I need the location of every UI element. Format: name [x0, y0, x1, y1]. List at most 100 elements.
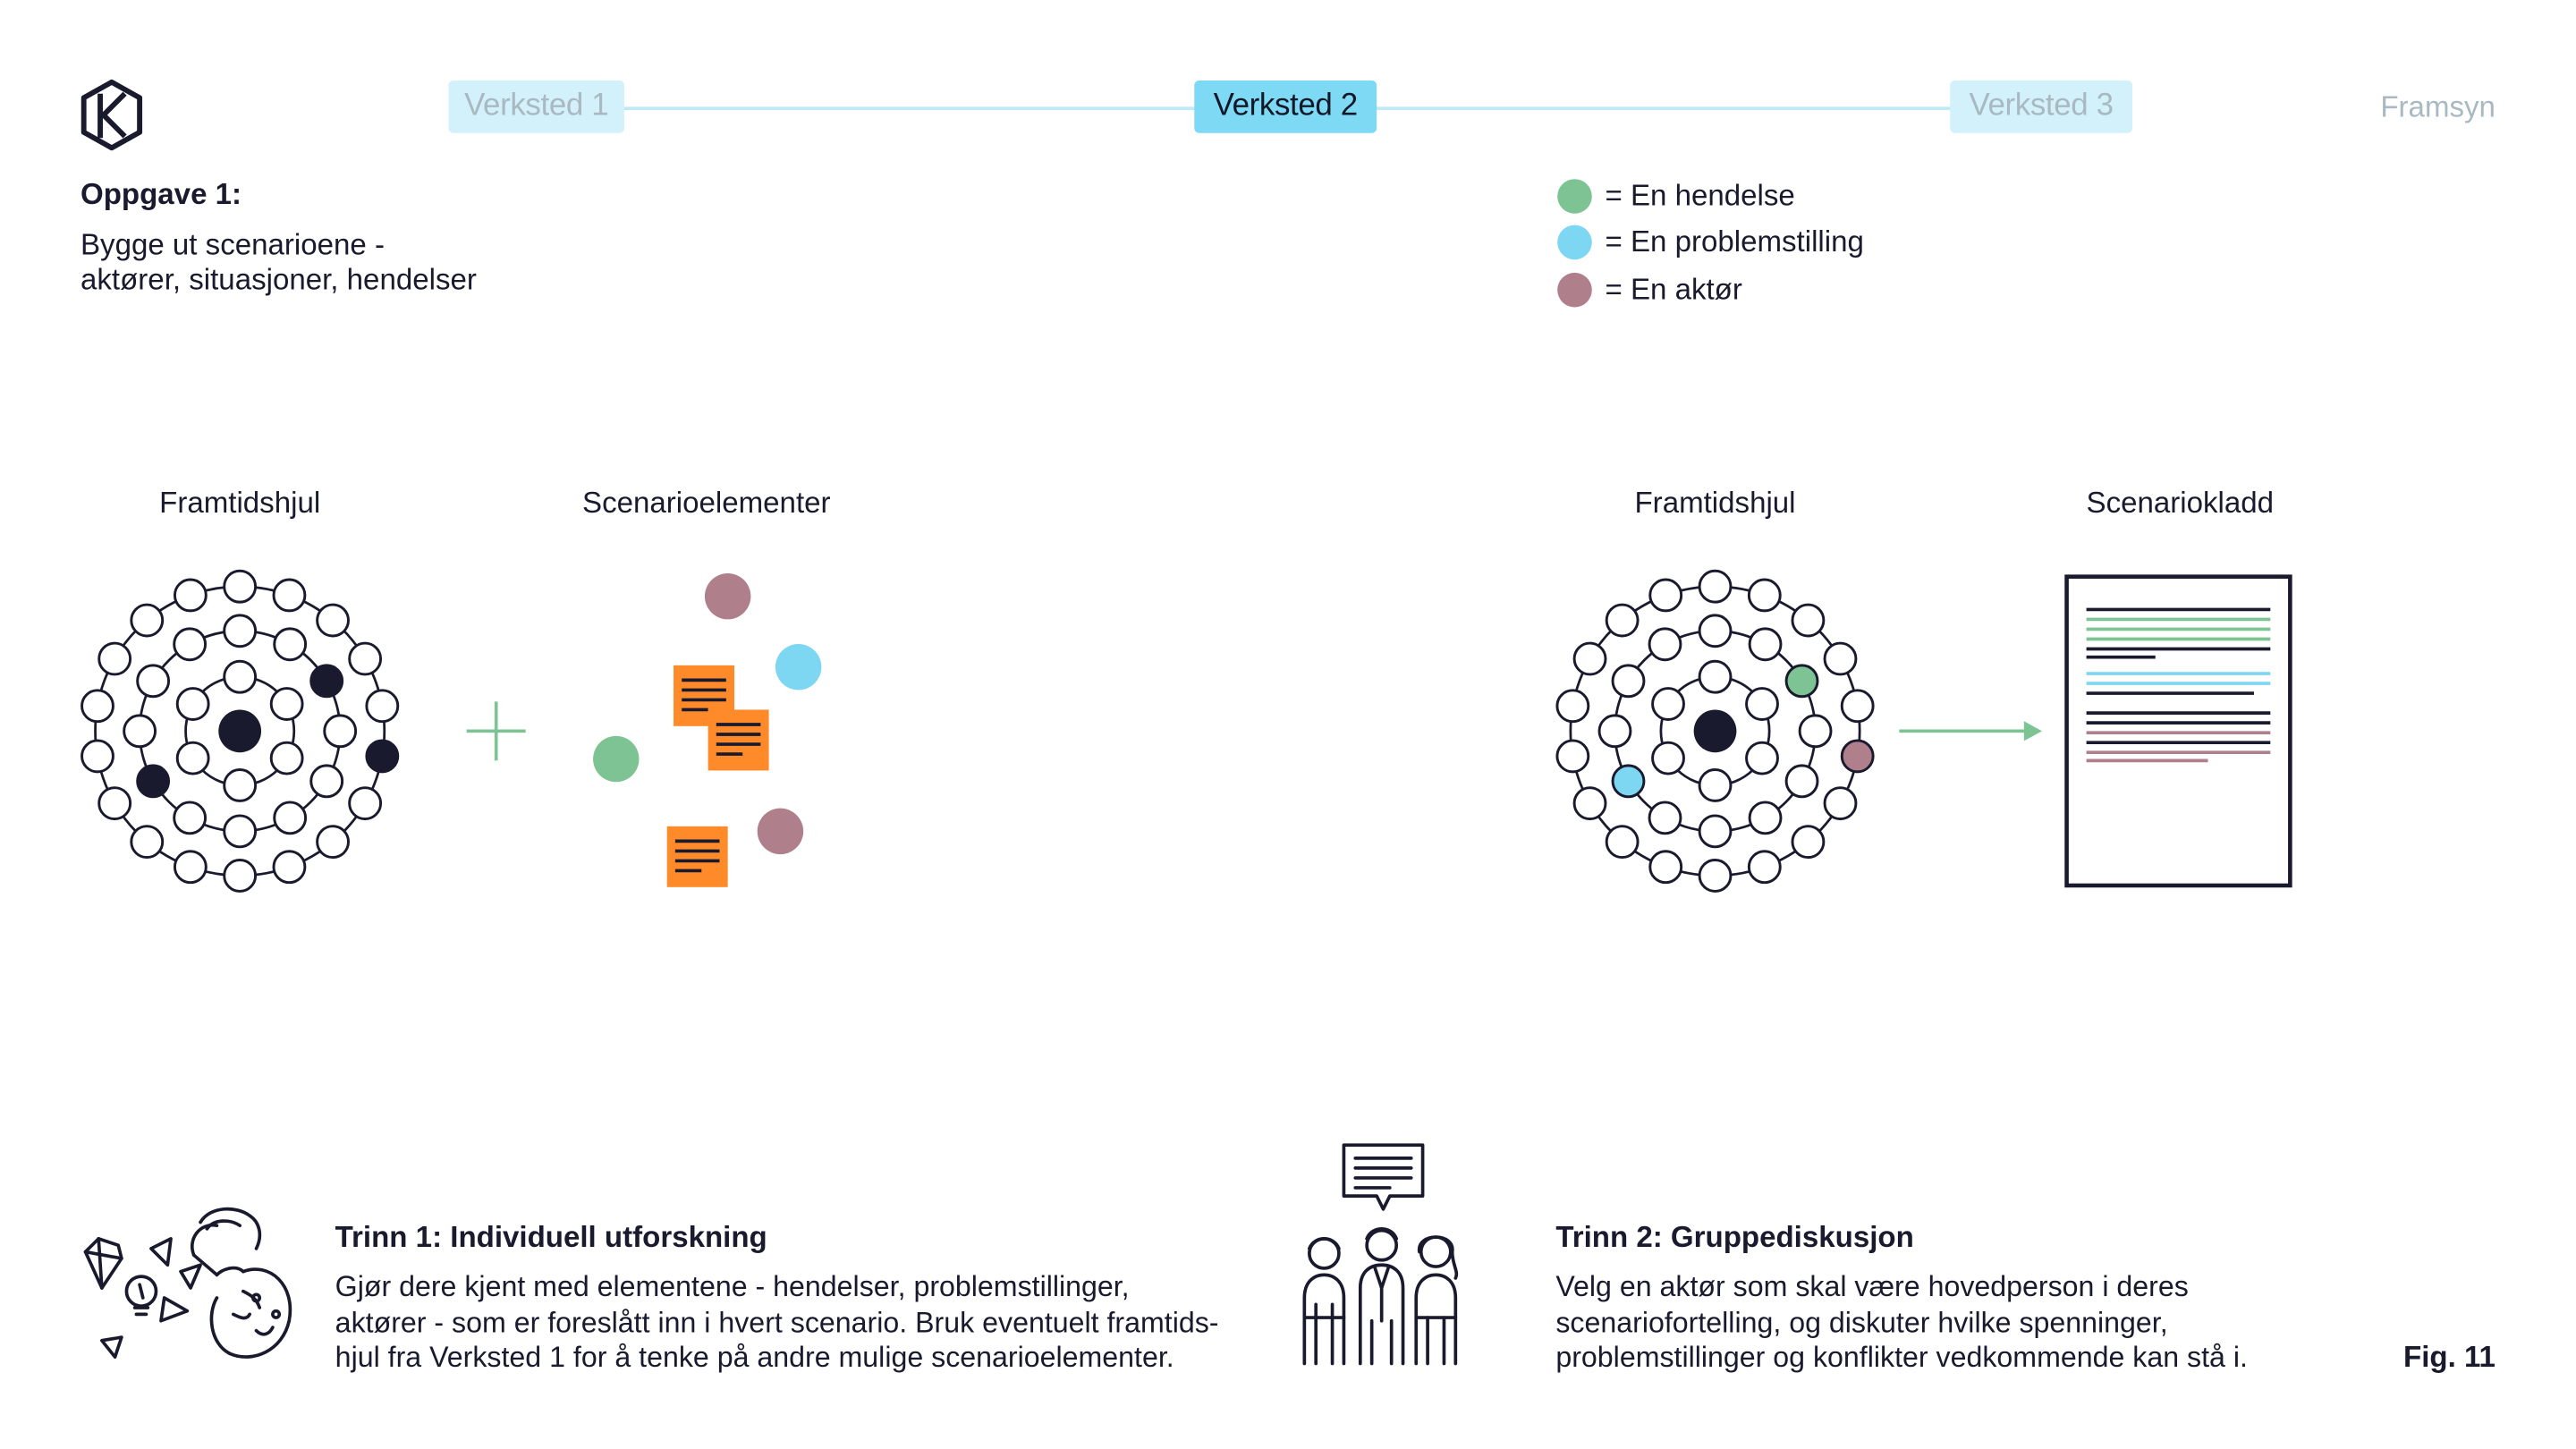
- wheel-node: [223, 859, 258, 893]
- diamond-icon: [83, 1237, 123, 1290]
- problem-dot: [775, 643, 822, 691]
- wheel-node: [223, 814, 258, 849]
- wheel-node: [223, 768, 258, 802]
- shard-icon: [100, 1335, 123, 1359]
- tab-verksted-3[interactable]: Verksted 3: [1950, 80, 2133, 133]
- event-dot: [593, 735, 640, 783]
- lightbulb-icon: [124, 1275, 158, 1317]
- actor-dot: [757, 808, 804, 855]
- wheel-center: [218, 709, 262, 753]
- wheel-node: [1698, 569, 1733, 604]
- left-wheel-label: Framtidshjul: [159, 486, 321, 520]
- wheel-node: [1823, 641, 1858, 676]
- wheel-node: [173, 578, 208, 613]
- tab-verksted-1[interactable]: Verksted 1: [448, 80, 624, 133]
- right-wheel-label: Framtidshjul: [1634, 486, 1796, 520]
- wheel-node: [97, 641, 132, 676]
- wheel-node: [130, 825, 165, 860]
- step-2-title: Trinn 2: Gruppediskusjon: [1555, 1220, 1914, 1254]
- figure-label: Fig. 11: [2403, 1340, 2496, 1374]
- plus-icon: [466, 701, 526, 761]
- wheel-node: [348, 786, 383, 821]
- wheel-center: [1693, 709, 1737, 753]
- task-title: Oppgave 1:: [80, 177, 242, 211]
- wheel-node: [223, 659, 258, 694]
- wheel-node: [1555, 689, 1590, 724]
- wheel-node: [1791, 825, 1826, 860]
- wheel-node: [1648, 578, 1683, 613]
- wheel-node: [1747, 850, 1782, 885]
- wheel-node: [316, 603, 350, 638]
- logo-icon[interactable]: [79, 79, 144, 151]
- wheel-node: [269, 741, 304, 775]
- wheel-node: [1698, 768, 1733, 802]
- wheel-node: [1572, 641, 1607, 676]
- wheel-node: [175, 741, 210, 775]
- wheel-node: [1597, 714, 1632, 749]
- elements-label: Scenarioelementer: [582, 486, 831, 520]
- wheel-node: [173, 850, 208, 885]
- wheel-node: [223, 569, 258, 604]
- wheel-node: [1648, 627, 1682, 662]
- wheel-node: [80, 739, 114, 774]
- wheel-node: [1572, 786, 1607, 821]
- legend-item-hendelse: = En hendelse: [1557, 177, 1795, 213]
- legend-label: = En hendelse: [1605, 178, 1795, 212]
- wheel-node: [1555, 739, 1590, 774]
- wheel-node: [1698, 614, 1733, 648]
- arrow-right-icon: [1899, 721, 2043, 741]
- step-1-title: Trinn 1: Individuell utforskning: [335, 1220, 767, 1254]
- wheel-node: [1840, 739, 1875, 774]
- wheel-node: [1605, 603, 1640, 638]
- wheel-node: [1648, 850, 1683, 885]
- thinking-head-icon: [191, 1207, 292, 1359]
- shard-icon: [159, 1296, 190, 1323]
- step-2-body: Velg en aktør som skal være hovedperson …: [1555, 1270, 2344, 1376]
- task-line-1: Bygge ut scenarioene -: [80, 228, 386, 262]
- wheel-node: [1784, 664, 1819, 699]
- blue-dot-icon: [1557, 224, 1592, 259]
- wheel-node: [316, 825, 350, 860]
- wheel-node: [1745, 741, 1779, 775]
- sticky-note-icon: [708, 709, 769, 771]
- wheel-node: [173, 627, 208, 662]
- wheel-node: [1651, 687, 1685, 721]
- shard-icon: [149, 1237, 173, 1267]
- wheel-node: [348, 641, 383, 676]
- task-line-2: aktører, situasjoner, hendelser: [80, 262, 477, 296]
- sticky-note-icon: [666, 826, 728, 887]
- wheel-node: [1698, 659, 1733, 694]
- legend-item-aktor: = En aktør: [1557, 271, 1742, 307]
- step-1-line: Gjør dere kjent med elementene - hendels…: [335, 1269, 1130, 1303]
- future-wheel-left: [80, 569, 400, 893]
- ideas-illustration: [83, 1207, 292, 1359]
- document-icon: [2064, 574, 2292, 888]
- wheel-node: [323, 714, 358, 749]
- wheel-node: [1791, 603, 1826, 638]
- wheel-node: [1651, 741, 1685, 775]
- wheel-node: [1748, 627, 1783, 662]
- step-2-line: scenariofortelling, og diskuter hvilke s…: [1555, 1305, 2168, 1338]
- wheel-node: [365, 739, 400, 774]
- legend-label: = En aktør: [1605, 271, 1742, 305]
- wheel-node: [130, 603, 165, 638]
- legend-item-problemstilling: = En problemstilling: [1557, 224, 1864, 259]
- person-icon: [1358, 1227, 1405, 1366]
- wheel-node: [1745, 687, 1779, 721]
- wheel-node: [365, 689, 400, 724]
- wheel-node: [273, 801, 308, 835]
- wheel-node: [1798, 714, 1833, 749]
- wheel-node: [175, 687, 210, 721]
- wheel-node: [136, 764, 171, 799]
- wheel-node: [223, 614, 258, 648]
- person-icon: [1414, 1235, 1459, 1366]
- wheel-node: [1698, 859, 1733, 893]
- wheel-node: [80, 689, 114, 724]
- wheel-node: [1611, 764, 1646, 799]
- wheel-node: [1823, 786, 1858, 821]
- step-2-line: problemstillinger og konflikter vedkomme…: [1555, 1340, 2248, 1374]
- shard-icon: [179, 1263, 202, 1290]
- wheel-node: [1611, 664, 1646, 699]
- brand-name: Framsyn: [2380, 90, 2496, 123]
- tab-verksted-2[interactable]: Verksted 2: [1194, 80, 1377, 133]
